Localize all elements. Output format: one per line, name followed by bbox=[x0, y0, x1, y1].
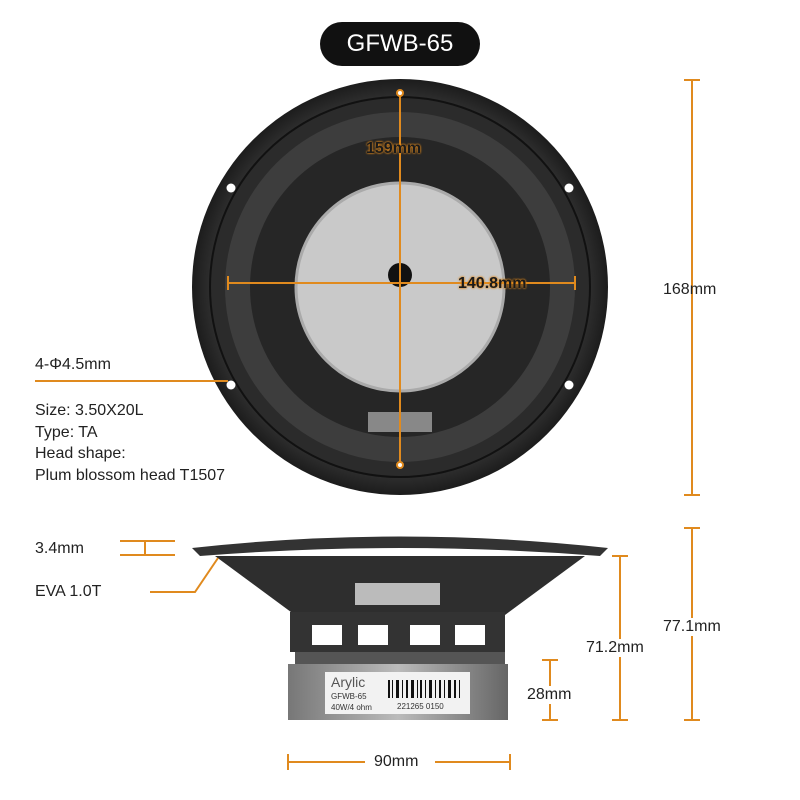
gasket-label: EVA 1.0T bbox=[35, 583, 102, 600]
screw-head-shape-label: Head shape: bbox=[35, 445, 126, 462]
mount-hole bbox=[564, 380, 574, 390]
depth-label: 71.2mm bbox=[586, 639, 644, 657]
total-depth-label: 77.1mm bbox=[663, 618, 721, 636]
screw-type: Type: TA bbox=[35, 423, 98, 441]
model-title-badge: GFWB-65 bbox=[320, 22, 480, 66]
screw-size: Size: 3.50X20L bbox=[35, 402, 144, 419]
flange-thickness-label: 3.4mm bbox=[35, 540, 84, 557]
screw-specs: Size: 3.50X20L Type: TA Head shape: Plum… bbox=[35, 400, 225, 486]
mount-hole-label: 4-Φ4.5mm bbox=[35, 356, 111, 373]
height-label: 168mm bbox=[663, 281, 717, 298]
sticker-rating: 40W/4 ohm bbox=[331, 703, 372, 712]
side-view-speaker bbox=[192, 536, 608, 720]
diameter-label: 159mm bbox=[366, 140, 422, 157]
cutout-label: 140.8mm bbox=[458, 275, 527, 292]
sticker-serial: 221265 0150 bbox=[397, 702, 444, 711]
side-dimension-lines bbox=[120, 527, 700, 770]
front-dimension-lines bbox=[35, 79, 700, 496]
sticker-brand: Arylic bbox=[331, 674, 366, 690]
sticker-model: GFWB-65 bbox=[331, 692, 367, 701]
magnet-height-label: 28mm bbox=[527, 686, 572, 704]
mount-hole bbox=[226, 380, 236, 390]
mount-hole bbox=[226, 183, 236, 193]
magnet-diameter-label: 90mm bbox=[374, 753, 419, 770]
screw-head-shape: Plum blossom head T1507 bbox=[35, 466, 226, 484]
mount-hole bbox=[564, 183, 574, 193]
